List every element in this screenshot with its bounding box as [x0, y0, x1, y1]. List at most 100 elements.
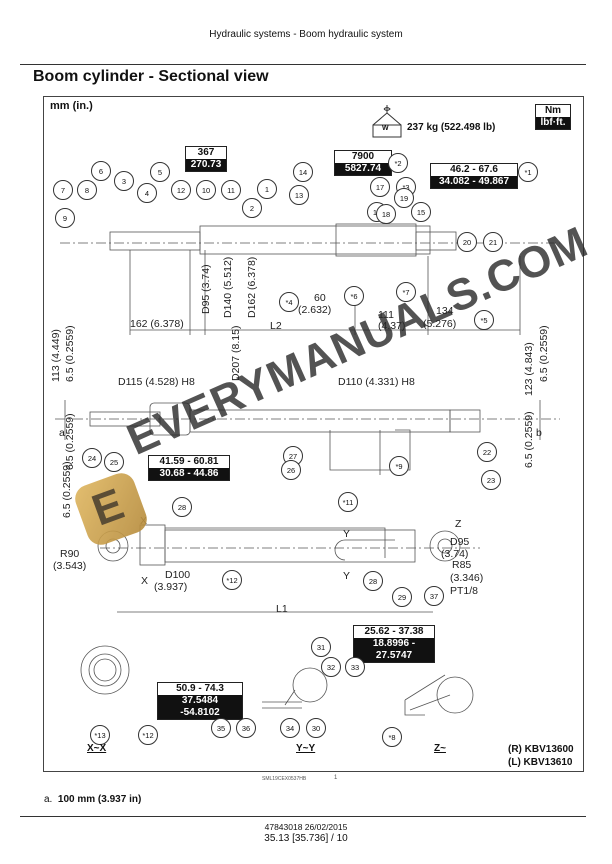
callout-bubble: 2 — [242, 198, 262, 218]
torque-lbf: 270.73 — [186, 159, 226, 171]
callout-bubble: 1 — [257, 179, 277, 199]
torque-lbf: 5827.74 — [335, 163, 391, 175]
callout-bubble: 15 — [411, 202, 431, 222]
callout-bubble: 10 — [196, 180, 216, 200]
callout-bubble: *5 — [474, 310, 494, 330]
dimension-label: 60 — [314, 292, 326, 304]
part-number-left: (L) KBV13610 — [508, 757, 573, 768]
callout-bubble: 12 — [171, 180, 191, 200]
callout-bubble: 20 — [457, 232, 477, 252]
dimension-label: 123 (4.843) — [523, 342, 535, 396]
callout-bubble: 17 — [370, 177, 390, 197]
callout-bubble: *7 — [396, 282, 416, 302]
part-number-right: (R) KBV13600 — [508, 744, 574, 755]
dimension-label: b — [536, 427, 542, 439]
image-number: 1 — [334, 775, 338, 781]
torque-legend-nm: Nm — [544, 105, 562, 116]
callout-bubble: *13 — [90, 725, 110, 745]
callout-bubble: 31 — [311, 637, 331, 657]
dimension-label: 162 (6.378) — [130, 318, 184, 330]
callout-bubble: 33 — [345, 657, 365, 677]
page-title: Boom cylinder - Sectional view — [33, 68, 269, 85]
note-a: a. 100 mm (3.937 in) — [44, 794, 141, 805]
section-header: Hydraulic systems - Boom hydraulic syste… — [209, 29, 403, 40]
torque-lbf: 18.8996 - 27.5747 — [354, 638, 434, 662]
torque-lbf: 30.68 - 44.86 — [149, 468, 229, 480]
dimension-label: 6.5 (0.2559) — [523, 411, 535, 468]
callout-bubble: 21 — [483, 232, 503, 252]
view-label-z: Z~ — [434, 743, 446, 754]
dimension-label: 134 — [436, 305, 454, 317]
callout-bubble: 9 — [55, 208, 75, 228]
callout-bubble: *4 — [279, 292, 299, 312]
dimension-label: (4.37) — [378, 320, 406, 332]
callout-bubble: 32 — [321, 657, 341, 677]
callout-bubble: 7 — [53, 180, 73, 200]
dimension-label: D110 (4.331) H8 — [338, 376, 415, 388]
dimension-label: a — [59, 427, 65, 439]
dimension-label: Z — [455, 518, 462, 530]
dimension-label: 111 — [378, 309, 394, 321]
callout-bubble: 13 — [289, 185, 309, 205]
dimension-label: R90 — [60, 548, 80, 560]
torque-lbf: 37.5484 -54.8102 — [158, 695, 242, 719]
dimension-label: 6.5 (0.2559) — [538, 325, 550, 382]
callout-bubble: 22 — [477, 442, 497, 462]
view-label-y: Y~Y — [296, 743, 316, 754]
figure-frame — [43, 96, 584, 772]
torque-nm: 367 — [197, 147, 215, 158]
dimension-label: (3.937) — [154, 581, 188, 593]
callout-bubble: 4 — [137, 183, 157, 203]
footer-doc: 47843018 26/02/2015 — [264, 822, 348, 832]
callout-bubble: 25 — [104, 452, 124, 472]
dimension-label: (3.74) — [441, 548, 469, 560]
callout-bubble: 28 — [363, 571, 383, 591]
dimension-label: X — [141, 575, 149, 587]
torque-nm: 25.62 - 37.38 — [364, 626, 424, 637]
callout-bubble: 34 — [280, 718, 300, 738]
lifting-weight-icon — [372, 105, 402, 138]
callout-bubble: *11 — [338, 492, 358, 512]
dimension-label: L1 — [276, 603, 288, 615]
callout-bubble: 35 — [211, 718, 231, 738]
dimension-label: 113 (4.449) — [50, 329, 62, 382]
callout-bubble: 28 — [172, 497, 192, 517]
callout-bubble: 8 — [77, 180, 97, 200]
callout-bubble: 29 — [392, 587, 412, 607]
torque-lbf: 34.082 - 49.867 — [431, 176, 517, 188]
callout-bubble: 24 — [82, 448, 102, 468]
image-reference: SML19CEX0537HB — [262, 776, 307, 782]
view-label-x: X~X — [87, 743, 107, 754]
torque-nm: 41.59 - 60.81 — [159, 456, 219, 467]
callout-bubble: 36 — [236, 718, 256, 738]
callout-bubble: 3 — [114, 171, 134, 191]
callout-bubble: *6 — [344, 286, 364, 306]
callout-bubble: *12 — [222, 570, 242, 590]
callout-bubble: *9 — [389, 456, 409, 476]
callout-bubble: 5 — [150, 162, 170, 182]
dimension-label: D95 (3.74) — [200, 264, 212, 314]
units-label: mm (in.) — [50, 100, 93, 112]
dimension-label: 6.5 (0.2559) — [61, 461, 73, 518]
dimension-label: D162 (6.378) — [246, 256, 258, 318]
weight-icon-label: W — [382, 125, 389, 132]
dimension-label: (2.632) — [298, 304, 332, 316]
dimension-label: D95 — [450, 536, 470, 548]
dimension-label: PT1/8 — [450, 585, 479, 597]
footer-page: 35.13 [35.736] / 10 — [264, 833, 348, 844]
callout-bubble: 6 — [91, 161, 111, 181]
dimension-label: D140 (5.512) — [222, 256, 234, 318]
dimension-label: L2 — [270, 320, 282, 332]
dimension-label: (5.276) — [423, 318, 457, 330]
callout-bubble: *1 — [518, 162, 538, 182]
torque-nm: 50.9 - 74.3 — [176, 683, 224, 694]
dimension-label: (3.346) — [450, 572, 484, 584]
dimension-label: (3.543) — [53, 560, 87, 572]
callout-bubble: *8 — [382, 727, 402, 747]
